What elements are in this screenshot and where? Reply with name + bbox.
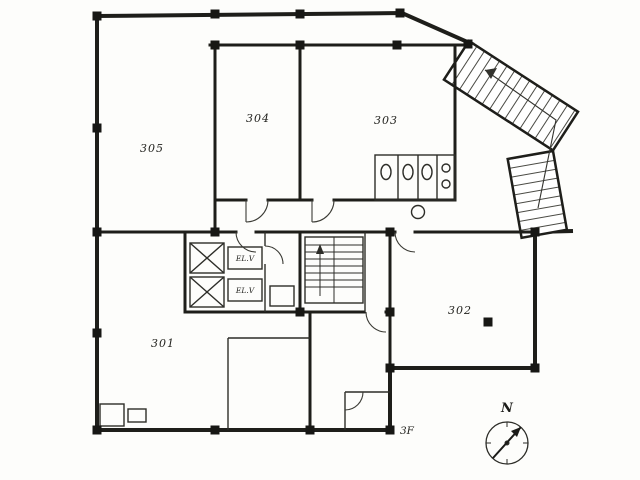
- stairwell-northeast: [442, 39, 580, 240]
- sink-fixture: [441, 163, 451, 173]
- stair-direction-arrow: [484, 68, 557, 209]
- toilet-fixture: [421, 163, 433, 181]
- planter-large: [99, 403, 125, 427]
- door-arc-room302: [394, 231, 416, 253]
- door-arc-room304: [245, 199, 269, 223]
- door-arcs: [235, 199, 416, 411]
- room-label-301: 301: [151, 337, 175, 350]
- elevator-2-cab: [227, 278, 263, 302]
- elevator-1-icon: [189, 242, 225, 274]
- stair-flight-lower: [506, 149, 569, 240]
- north-label: N: [500, 401, 514, 416]
- door-arc-hall: [264, 245, 284, 265]
- door-arc-core: [365, 311, 387, 333]
- compass-needle-head: [511, 427, 521, 437]
- core-utility-room: [269, 285, 295, 307]
- room-label-302: 302: [448, 304, 472, 317]
- room-label-303: 303: [374, 114, 398, 127]
- elevator-2-label: EL.V: [235, 286, 256, 295]
- toilet-fixture: [402, 163, 414, 181]
- elevator-1-label: EL.V: [235, 254, 256, 263]
- door-arc-room301: [235, 231, 257, 253]
- sink-fixture: [441, 179, 451, 189]
- elevator-2-icon: [189, 276, 225, 308]
- structural-columns: [92, 8, 540, 435]
- toilet-block: [374, 154, 456, 220]
- room-label-304: 304: [246, 112, 270, 125]
- planter-small: [127, 408, 147, 423]
- elevator-core: [189, 242, 263, 308]
- corridor-fixture: [410, 204, 426, 220]
- interior-partitions: [99, 232, 390, 430]
- interior-walls: [95, 43, 537, 432]
- room-label-305: 305: [140, 142, 164, 155]
- door-arc-bathroom: [344, 391, 364, 411]
- center-staircase: [304, 236, 364, 304]
- north-compass: N: [485, 401, 529, 465]
- elevator-1-cab: [227, 246, 263, 270]
- toilet-fixture: [380, 163, 392, 181]
- floor-label: 3F: [400, 425, 415, 437]
- door-arc-room303: [311, 199, 335, 223]
